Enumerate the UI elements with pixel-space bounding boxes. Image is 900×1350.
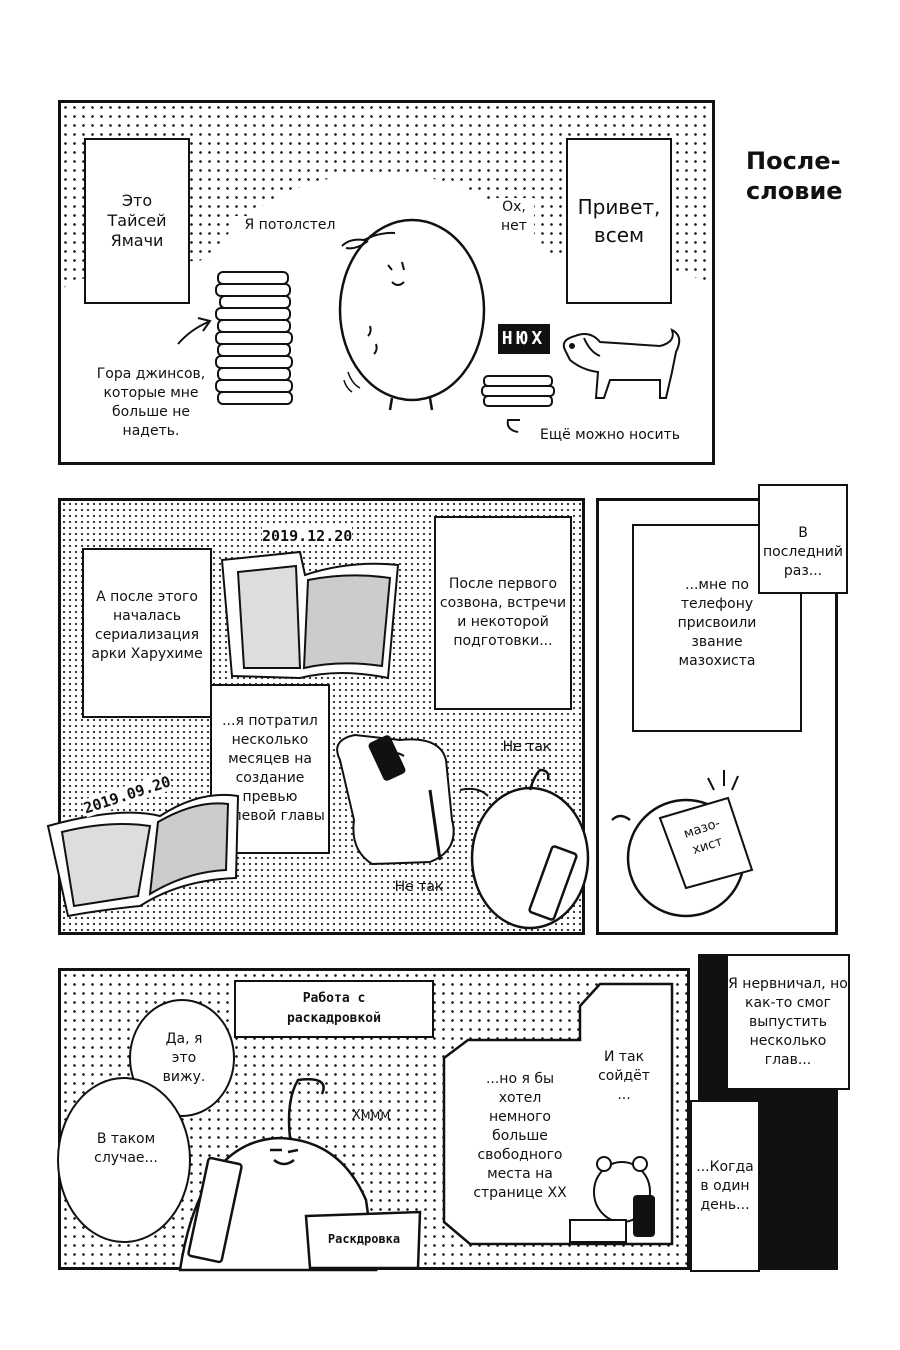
caption-one-day: ...Когда в один день... — [690, 1100, 760, 1272]
egg-character-icon — [338, 218, 486, 411]
book-label: Раскдровка — [327, 1232, 401, 1246]
surprise-lines-icon — [707, 770, 739, 791]
caption-serialization-text: А после этого началась сериализация арки… — [91, 589, 203, 662]
sign-storyboard-work: Работа с раскадровкой — [234, 980, 434, 1038]
text-still-wearable: Ещё можно носить — [540, 427, 680, 443]
caption-this-is-author: Это Тайсей Ямачи — [84, 138, 190, 304]
caption-serialization: А после этого началась сериализация арки… — [82, 548, 212, 718]
caption-nervous-text: Я нервничал, но как-то смог выпустить не… — [728, 975, 848, 1068]
paper-note-icon — [658, 796, 754, 890]
egg-phone-icon — [470, 768, 590, 930]
hamster-small-icon — [569, 1156, 655, 1243]
caption-preview-text: ...я потратил несколько месяцев на созда… — [215, 713, 325, 824]
bubble-yes-shape — [129, 999, 235, 1117]
text-not-so-1: Не так — [502, 739, 552, 755]
sign-storyboard-work-text: Работа с раскадровкой — [287, 991, 381, 1026]
caption-one-day-text: ...Когда в один день... — [696, 1158, 754, 1213]
jeans-stack-icon — [215, 271, 293, 405]
hamster-character-icon — [336, 733, 489, 866]
text-oh-no: Ох, нет — [494, 198, 534, 236]
sniff-text: НЮХ — [501, 328, 547, 349]
caption-hello-everyone-text: Привет, всем — [577, 195, 661, 247]
caption-nervous: Я нервничал, но как-то смог выпустить не… — [726, 954, 850, 1090]
bubble-more-space: ...но я бы хотел немного больше свободно… — [473, 1071, 567, 1201]
page-title-line1: После- — [746, 147, 841, 175]
text-jeans-pile: Гора джинсов, которые мне больше не наде… — [96, 366, 206, 439]
caption-hello-everyone: Привет, всем — [566, 138, 672, 304]
caption-last-time-text: В последний раз... — [762, 525, 843, 579]
bubble-then: В таком случае... — [94, 1131, 158, 1166]
magazine-top-icon — [220, 550, 400, 680]
text-gained-weight: Я потолстел — [235, 216, 345, 235]
magazine-bottom-icon — [46, 793, 240, 918]
caption-last-time: В последний раз... — [758, 484, 848, 594]
small-arrow-icon — [506, 419, 520, 433]
bubble-yes: Да, я это вижу. — [162, 1031, 206, 1085]
text-hmm: Хммм — [351, 1108, 391, 1123]
page-title-line2: словие — [746, 177, 843, 205]
arrow-icon — [177, 321, 209, 345]
caption-first-call-text: После первого созвона, встречи и некотор… — [439, 576, 567, 649]
dog-icon — [562, 328, 681, 399]
date-top: 2019.12.20 — [262, 527, 353, 545]
bubble-then-shape — [57, 1077, 191, 1243]
egg-storyboard-icon — [178, 1078, 422, 1272]
page-title: После- словие — [746, 146, 886, 206]
text-not-so-2: Не так — [394, 879, 444, 895]
caption-masochist-text: ...мне по телефону присвоили звание мазо… — [677, 577, 757, 669]
caption-this-is-author-text: Это Тайсей Ямачи — [107, 191, 167, 250]
sniff-sign — [498, 324, 550, 354]
bubble-ok: И так сойдёт ... — [598, 1049, 650, 1103]
small-jeans-icon — [481, 375, 555, 407]
caption-first-call: После первого созвона, встречи и некотор… — [434, 516, 572, 710]
